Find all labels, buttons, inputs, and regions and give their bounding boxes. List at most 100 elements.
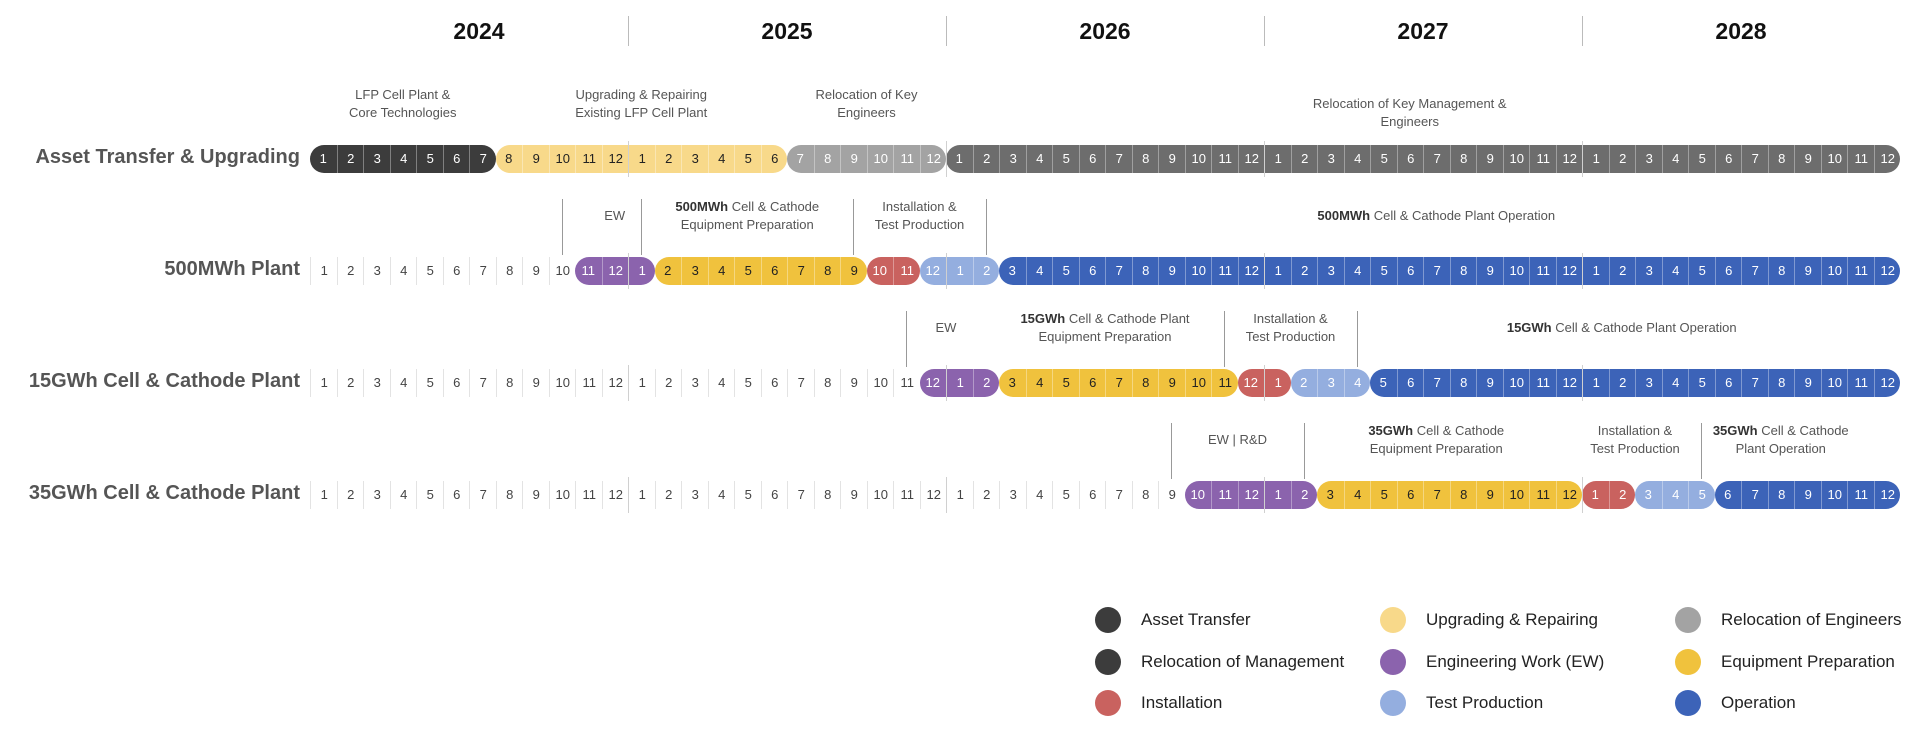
month-cell: 10 <box>866 145 895 173</box>
month-cell: 5 <box>734 145 762 173</box>
month-cell: 4 <box>389 481 418 509</box>
month-cell: 11 <box>893 481 921 509</box>
phase-bar <box>999 257 1900 285</box>
month-cell: 8 <box>1131 145 1160 173</box>
month-cell: 3 <box>1008 263 1016 278</box>
phase-annotation: 15GWh Cell & Cathode Plant Equipment Pre… <box>1020 311 1190 344</box>
month-cell: 2 <box>336 481 365 509</box>
month-cell: 7 <box>469 145 497 173</box>
annotation-bold: 500MWh <box>1317 208 1371 223</box>
month-cell: 12 <box>919 481 948 509</box>
month-cell: 12 <box>601 257 630 285</box>
month-cell: 8 <box>495 257 524 285</box>
month-cell: 6 <box>1078 369 1107 397</box>
month-cell: 12 <box>601 145 630 173</box>
annotation-divider <box>1303 423 1305 479</box>
month-cell: 3 <box>681 369 709 397</box>
legend-label: Equipment Preparation <box>1721 652 1895 671</box>
year-label: 2027 <box>1397 18 1449 44</box>
annotation-bold: 500MWh <box>675 199 729 214</box>
month-cell: 1 <box>1264 145 1292 173</box>
month-cell: 2 <box>1608 369 1637 397</box>
month-cell: 2 <box>972 145 1001 173</box>
month-cell: 6 <box>1714 257 1743 285</box>
year-divider <box>628 16 629 46</box>
phase-bar <box>1317 481 1582 509</box>
month-cell: 9 <box>1794 145 1822 173</box>
legend-swatch <box>1095 690 1121 716</box>
month-cell: 1 <box>310 257 338 285</box>
month-cell: 4 <box>389 369 418 397</box>
month-cell: 6 <box>1714 369 1743 397</box>
month-cell: 4 <box>1343 369 1372 397</box>
month-cell: 11 <box>1211 481 1239 509</box>
month-cell: 10 <box>1820 481 1849 509</box>
month-cell: 12 <box>601 369 630 397</box>
month-cell: 8 <box>813 481 842 509</box>
month-cell: 6 <box>442 145 471 173</box>
phase-annotation: EW <box>604 208 626 223</box>
month-cell: 1 <box>1264 257 1292 285</box>
phase-bar <box>787 145 946 173</box>
month-cell: 3 <box>1317 369 1345 397</box>
month-cell: 3 <box>1635 369 1663 397</box>
month-cell: 7 <box>469 369 497 397</box>
month-cell: 11 <box>575 481 603 509</box>
month-cell: 8 <box>1449 481 1478 509</box>
month-cell: 6 <box>1396 369 1425 397</box>
month-cell: 2 <box>1290 481 1319 509</box>
month-cell: 3 <box>1008 375 1016 390</box>
month-cell: 9 <box>522 145 550 173</box>
month-cell: 7 <box>1105 145 1133 173</box>
month-cell: 5 <box>416 145 444 173</box>
month-cell: 3 <box>999 481 1027 509</box>
phase-annotation: Relocation of Key Engineers <box>815 87 918 120</box>
legend-item: Upgrading & Repairing <box>1380 605 1598 635</box>
month-cell: 8 <box>1767 257 1796 285</box>
month-cell: 1 <box>946 369 974 397</box>
year-gridline <box>628 141 629 177</box>
annotation-divider <box>1224 311 1226 367</box>
month-cell: 6 <box>1714 145 1743 173</box>
month-cell: 5 <box>1688 257 1716 285</box>
month-cell: 7 <box>796 151 804 166</box>
legend-swatch <box>1380 607 1406 633</box>
month-cell: 1 <box>310 481 338 509</box>
month-cell: 10 <box>1184 257 1213 285</box>
month-cell: 5 <box>1370 145 1398 173</box>
month-cell: 8 <box>813 369 842 397</box>
month-cell: 2 <box>1290 145 1319 173</box>
month-cell: 2 <box>654 481 683 509</box>
month-cell: 4 <box>1343 145 1372 173</box>
phase-annotation: Installation & Test Production <box>1590 423 1680 456</box>
month-cell: 1 <box>1582 145 1610 173</box>
month-cell: 11 <box>1529 257 1557 285</box>
month-cell: 6 <box>1396 481 1425 509</box>
legend-swatch <box>1675 690 1701 716</box>
month-cell: 3 <box>363 257 391 285</box>
month-cell: 7 <box>1423 481 1451 509</box>
month-cell: 9 <box>1158 481 1186 509</box>
phase-annotation: EW <box>935 320 957 335</box>
month-cell: 3 <box>1326 487 1334 502</box>
month-cell: 6 <box>760 257 789 285</box>
month-cell: 1 <box>628 369 656 397</box>
month-cell: 10 <box>1820 145 1849 173</box>
month-cell: 1 <box>319 151 327 166</box>
legend-swatch <box>1095 607 1121 633</box>
phase-annotation: 35GWh Cell & Cathode Plant Operation <box>1712 423 1849 456</box>
month-cell: 3 <box>1635 145 1663 173</box>
month-cell: 12 <box>1237 481 1266 509</box>
month-cell: 12 <box>1237 145 1266 173</box>
month-cell: 12 <box>1873 145 1902 173</box>
month-cell: 4 <box>1661 369 1690 397</box>
month-cell: 7 <box>787 481 815 509</box>
legend-item: Installation <box>1095 688 1222 718</box>
annotation-divider <box>853 199 855 255</box>
month-cell: 11 <box>1847 481 1875 509</box>
month-cell: 8 <box>505 151 513 166</box>
year-gridline <box>946 253 947 289</box>
month-cell: 9 <box>840 145 868 173</box>
month-cell: 9 <box>1158 145 1186 173</box>
row-label: 500MWh Plant <box>164 258 300 280</box>
